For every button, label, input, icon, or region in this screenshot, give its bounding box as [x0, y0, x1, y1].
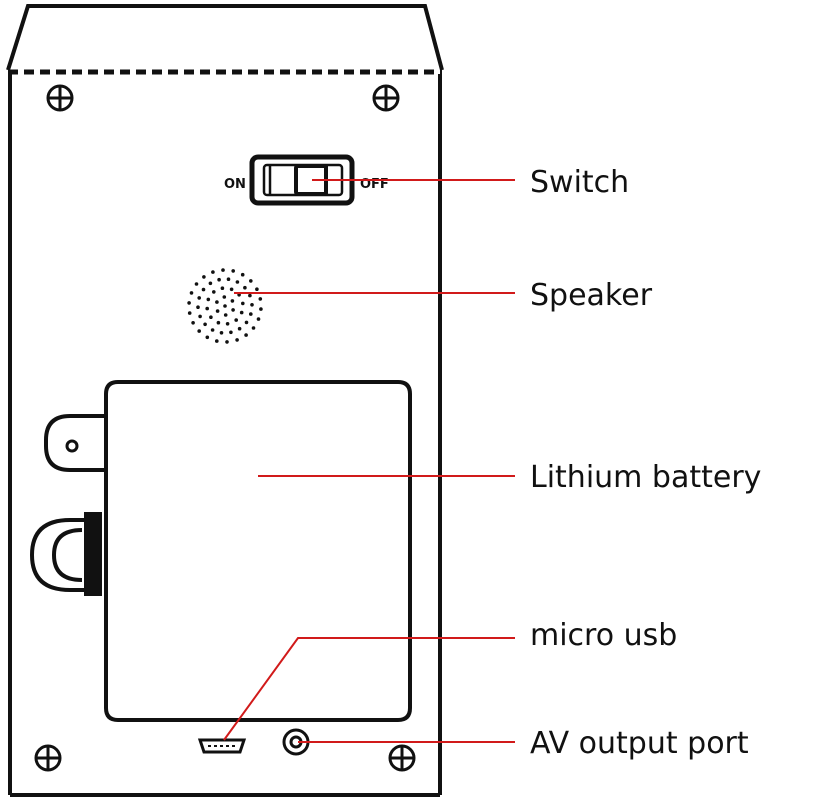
- speaker-hole: [215, 300, 219, 304]
- battery-cover[interactable]: [29, 380, 412, 722]
- callout-switch: Switch: [530, 165, 629, 200]
- speaker-hole: [221, 268, 225, 272]
- speaker-hole: [255, 287, 259, 292]
- speaker-hole: [225, 322, 230, 326]
- speaker-hole: [217, 277, 221, 282]
- speaker-hole: [225, 340, 229, 344]
- speaker-hole: [248, 293, 252, 298]
- speaker-hole: [237, 326, 242, 331]
- screw-top-right-icon: [372, 84, 400, 112]
- device-housing: [6, 4, 444, 797]
- speaker-hole: [256, 317, 261, 321]
- screw-top-left-icon: [46, 84, 74, 112]
- speaker-hole: [205, 335, 210, 340]
- speaker-hole: [239, 310, 244, 315]
- screw-bottom-left-icon: [34, 744, 62, 772]
- speaker-hole: [249, 279, 253, 283]
- speaker-hole: [215, 339, 219, 343]
- speaker-hole: [219, 331, 224, 335]
- speaker-hole: [244, 320, 249, 325]
- speaker-hole: [210, 328, 215, 332]
- speaker-hole: [235, 338, 239, 342]
- speaker-hole: [211, 270, 215, 274]
- speaker-hole: [229, 330, 233, 335]
- callout-micro-usb: micro usb: [530, 618, 677, 653]
- speaker-hole: [244, 333, 248, 337]
- speaker-hole: [197, 329, 201, 333]
- speaker-hole: [259, 307, 263, 311]
- speaker-hole: [229, 287, 234, 292]
- speaker-hole: [235, 280, 240, 284]
- speaker-hole: [230, 299, 235, 303]
- speaker-hole: [197, 296, 201, 300]
- callout-battery: Lithium battery: [530, 460, 761, 495]
- speaker-hole: [202, 275, 206, 279]
- speaker-hole: [198, 314, 202, 319]
- speaker-hole: [249, 312, 253, 316]
- speaker-hole: [220, 286, 225, 291]
- speaker-hole: [222, 295, 227, 299]
- speaker-hole: [258, 297, 263, 301]
- speaker-hole: [209, 315, 213, 320]
- speaker-hole: [208, 281, 213, 286]
- speaker-hole: [226, 277, 231, 282]
- callout-av-port: AV output port: [530, 726, 749, 761]
- speaker-hole: [223, 304, 227, 308]
- speaker-hole: [240, 272, 245, 277]
- speaker-hole: [187, 311, 192, 315]
- speaker-hole: [241, 301, 245, 306]
- speaker-hole: [205, 306, 209, 311]
- speaker-hole: [201, 287, 206, 292]
- speaker-hole: [231, 308, 235, 312]
- speaker-hole: [216, 320, 221, 325]
- callout-speaker: Speaker: [530, 278, 653, 313]
- speaker-hole: [191, 321, 195, 325]
- speaker-hole: [234, 318, 238, 322]
- leader-lines: [223, 179, 515, 743]
- speaker-hole: [231, 269, 235, 273]
- speaker-hole: [212, 290, 216, 294]
- speaker-hole: [206, 297, 211, 302]
- speaker-hole: [215, 309, 220, 313]
- speaker-grille: [187, 268, 263, 344]
- micro-usb-port: [197, 738, 247, 754]
- speaker-hole: [194, 282, 199, 286]
- speaker-hole: [189, 291, 194, 295]
- speaker-hole: [223, 313, 228, 317]
- switch-on-text: ON: [224, 177, 246, 192]
- speaker-hole: [250, 303, 254, 307]
- speaker-hole: [196, 305, 200, 310]
- micro-usb-leader-line: [223, 637, 515, 741]
- speaker-hole: [203, 322, 207, 327]
- speaker-hole: [243, 285, 247, 290]
- speaker-hole: [187, 301, 191, 305]
- screw-bottom-right-icon: [388, 744, 416, 772]
- speaker-hole: [251, 326, 256, 330]
